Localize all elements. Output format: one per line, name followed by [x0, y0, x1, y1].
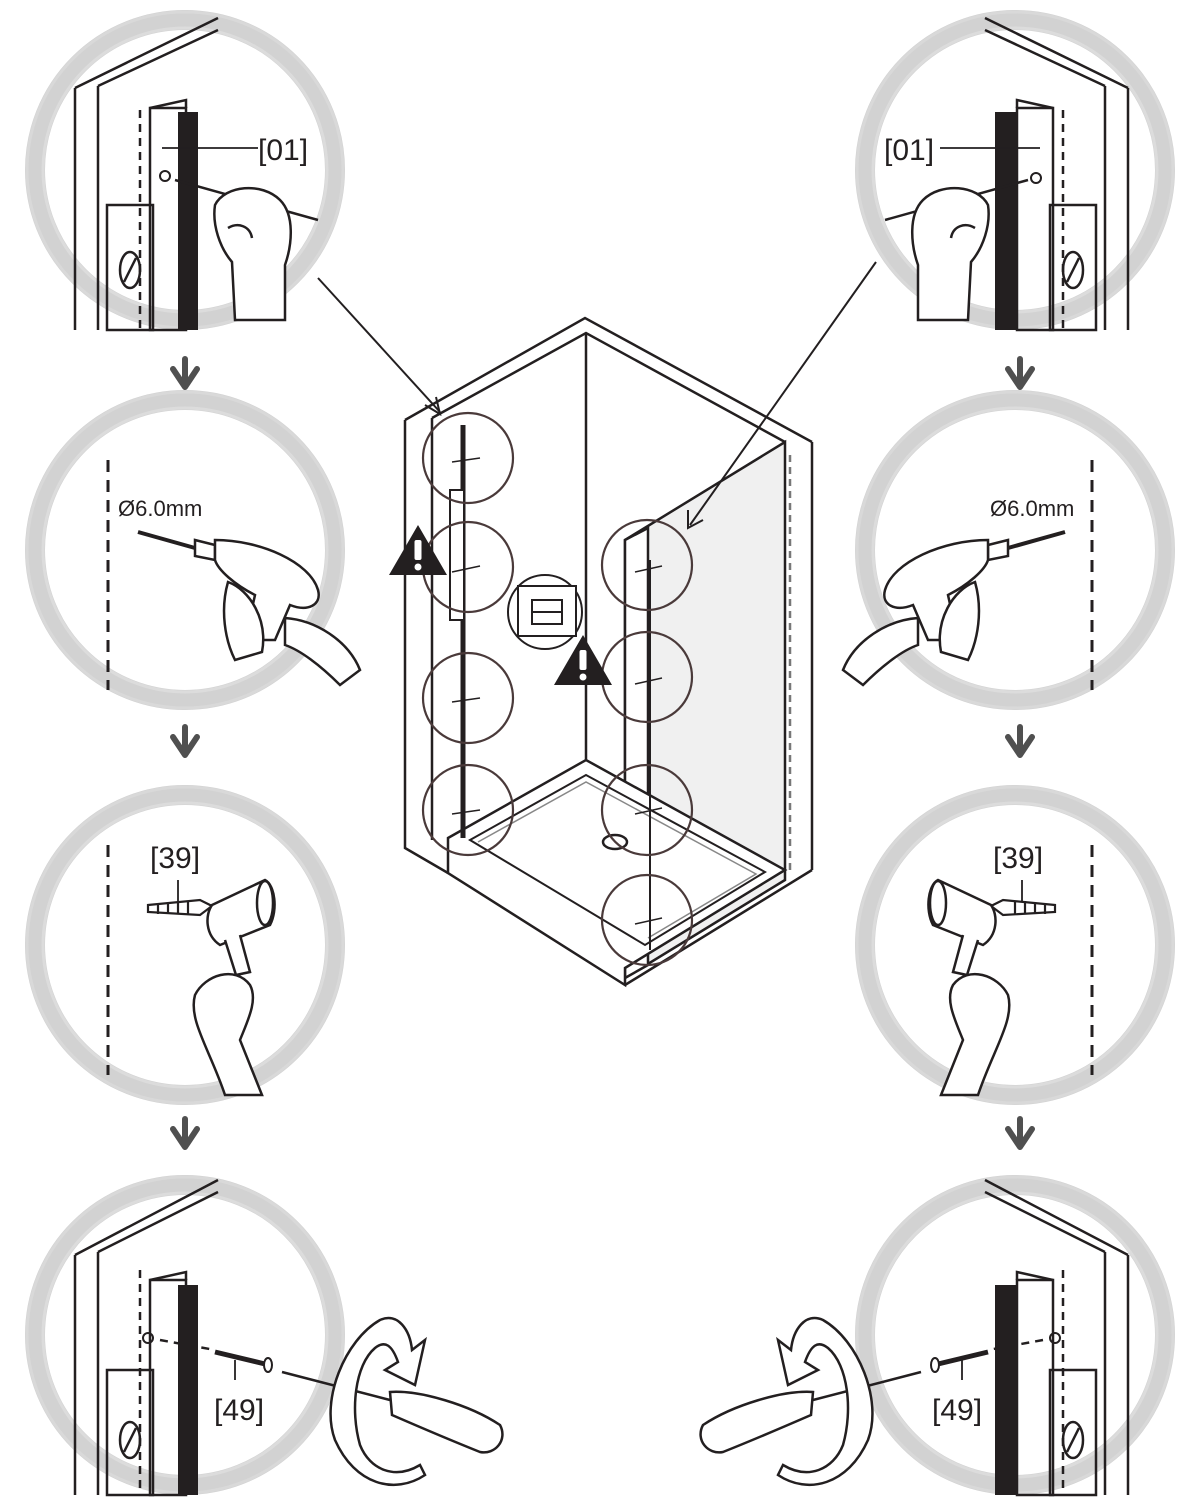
- step-arrow-left-1: [173, 359, 197, 387]
- label-part-49-left: [49]: [214, 1394, 264, 1427]
- step-arrow-right-2: [1008, 727, 1032, 755]
- screw-icon: [931, 1352, 988, 1372]
- label-part-39-left: [39]: [150, 842, 200, 875]
- drill-size-right: Ø6.0mm: [990, 496, 1074, 521]
- step1-right-mark: [01]: [857, 12, 1173, 330]
- step-arrow-right-1: [1008, 359, 1032, 387]
- step-arrow-left-3: [173, 1119, 197, 1147]
- detail-circles-left: [423, 413, 513, 855]
- label-part-39-right: [39]: [993, 842, 1043, 875]
- step2-right-drill: Ø6.0mm: [843, 392, 1173, 708]
- spirit-level-icon: [508, 575, 582, 649]
- profile-rail: [995, 112, 1017, 330]
- step2-left-drill: Ø6.0mm: [27, 392, 360, 708]
- wall-plug-icon: [991, 900, 1055, 915]
- step1-left-mark: [01]: [27, 12, 343, 330]
- wall-plug-icon: [148, 900, 212, 915]
- profile-rail: [178, 1285, 198, 1495]
- step-arrow-left-2: [173, 727, 197, 755]
- leader-lines: [318, 262, 876, 528]
- step-arrow-right-3: [1008, 1119, 1032, 1147]
- label-part-01-right: [01]: [884, 134, 934, 167]
- step4-right-screw: [49]: [701, 1177, 1173, 1495]
- screw-icon: [215, 1352, 272, 1372]
- drill-size-left: Ø6.0mm: [118, 496, 202, 521]
- step3-right-plug: [39]: [857, 787, 1173, 1103]
- hammer-icon: [928, 880, 1009, 1095]
- profile-rail: [178, 112, 198, 330]
- profile-rail: [995, 1285, 1017, 1495]
- step3-left-plug: [39]: [27, 787, 343, 1103]
- label-part-01-left: [01]: [258, 134, 308, 167]
- label-part-49-right: [49]: [932, 1394, 982, 1427]
- shower-enclosure-drawing: [405, 318, 812, 985]
- step4-left-screw: [49]: [27, 1177, 502, 1495]
